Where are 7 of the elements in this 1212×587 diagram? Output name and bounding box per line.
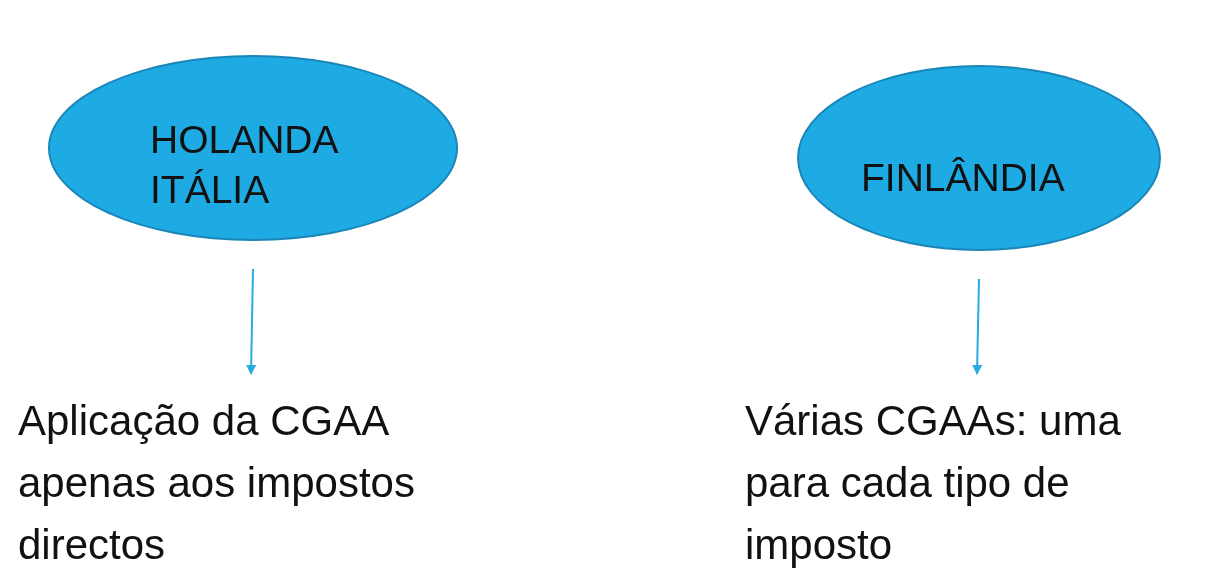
country-label: ITÁLIA (150, 167, 270, 213)
arrow (246, 268, 257, 375)
arrow (972, 278, 983, 375)
country-label: HOLANDA (150, 117, 339, 163)
description-text: Várias CGAAs: uma para cada tipo de imposto (745, 390, 1205, 576)
description-text: Aplicação da CGAA apenas aos impostos directos (18, 390, 488, 576)
country-label: FINLÂNDIA (861, 155, 1065, 201)
